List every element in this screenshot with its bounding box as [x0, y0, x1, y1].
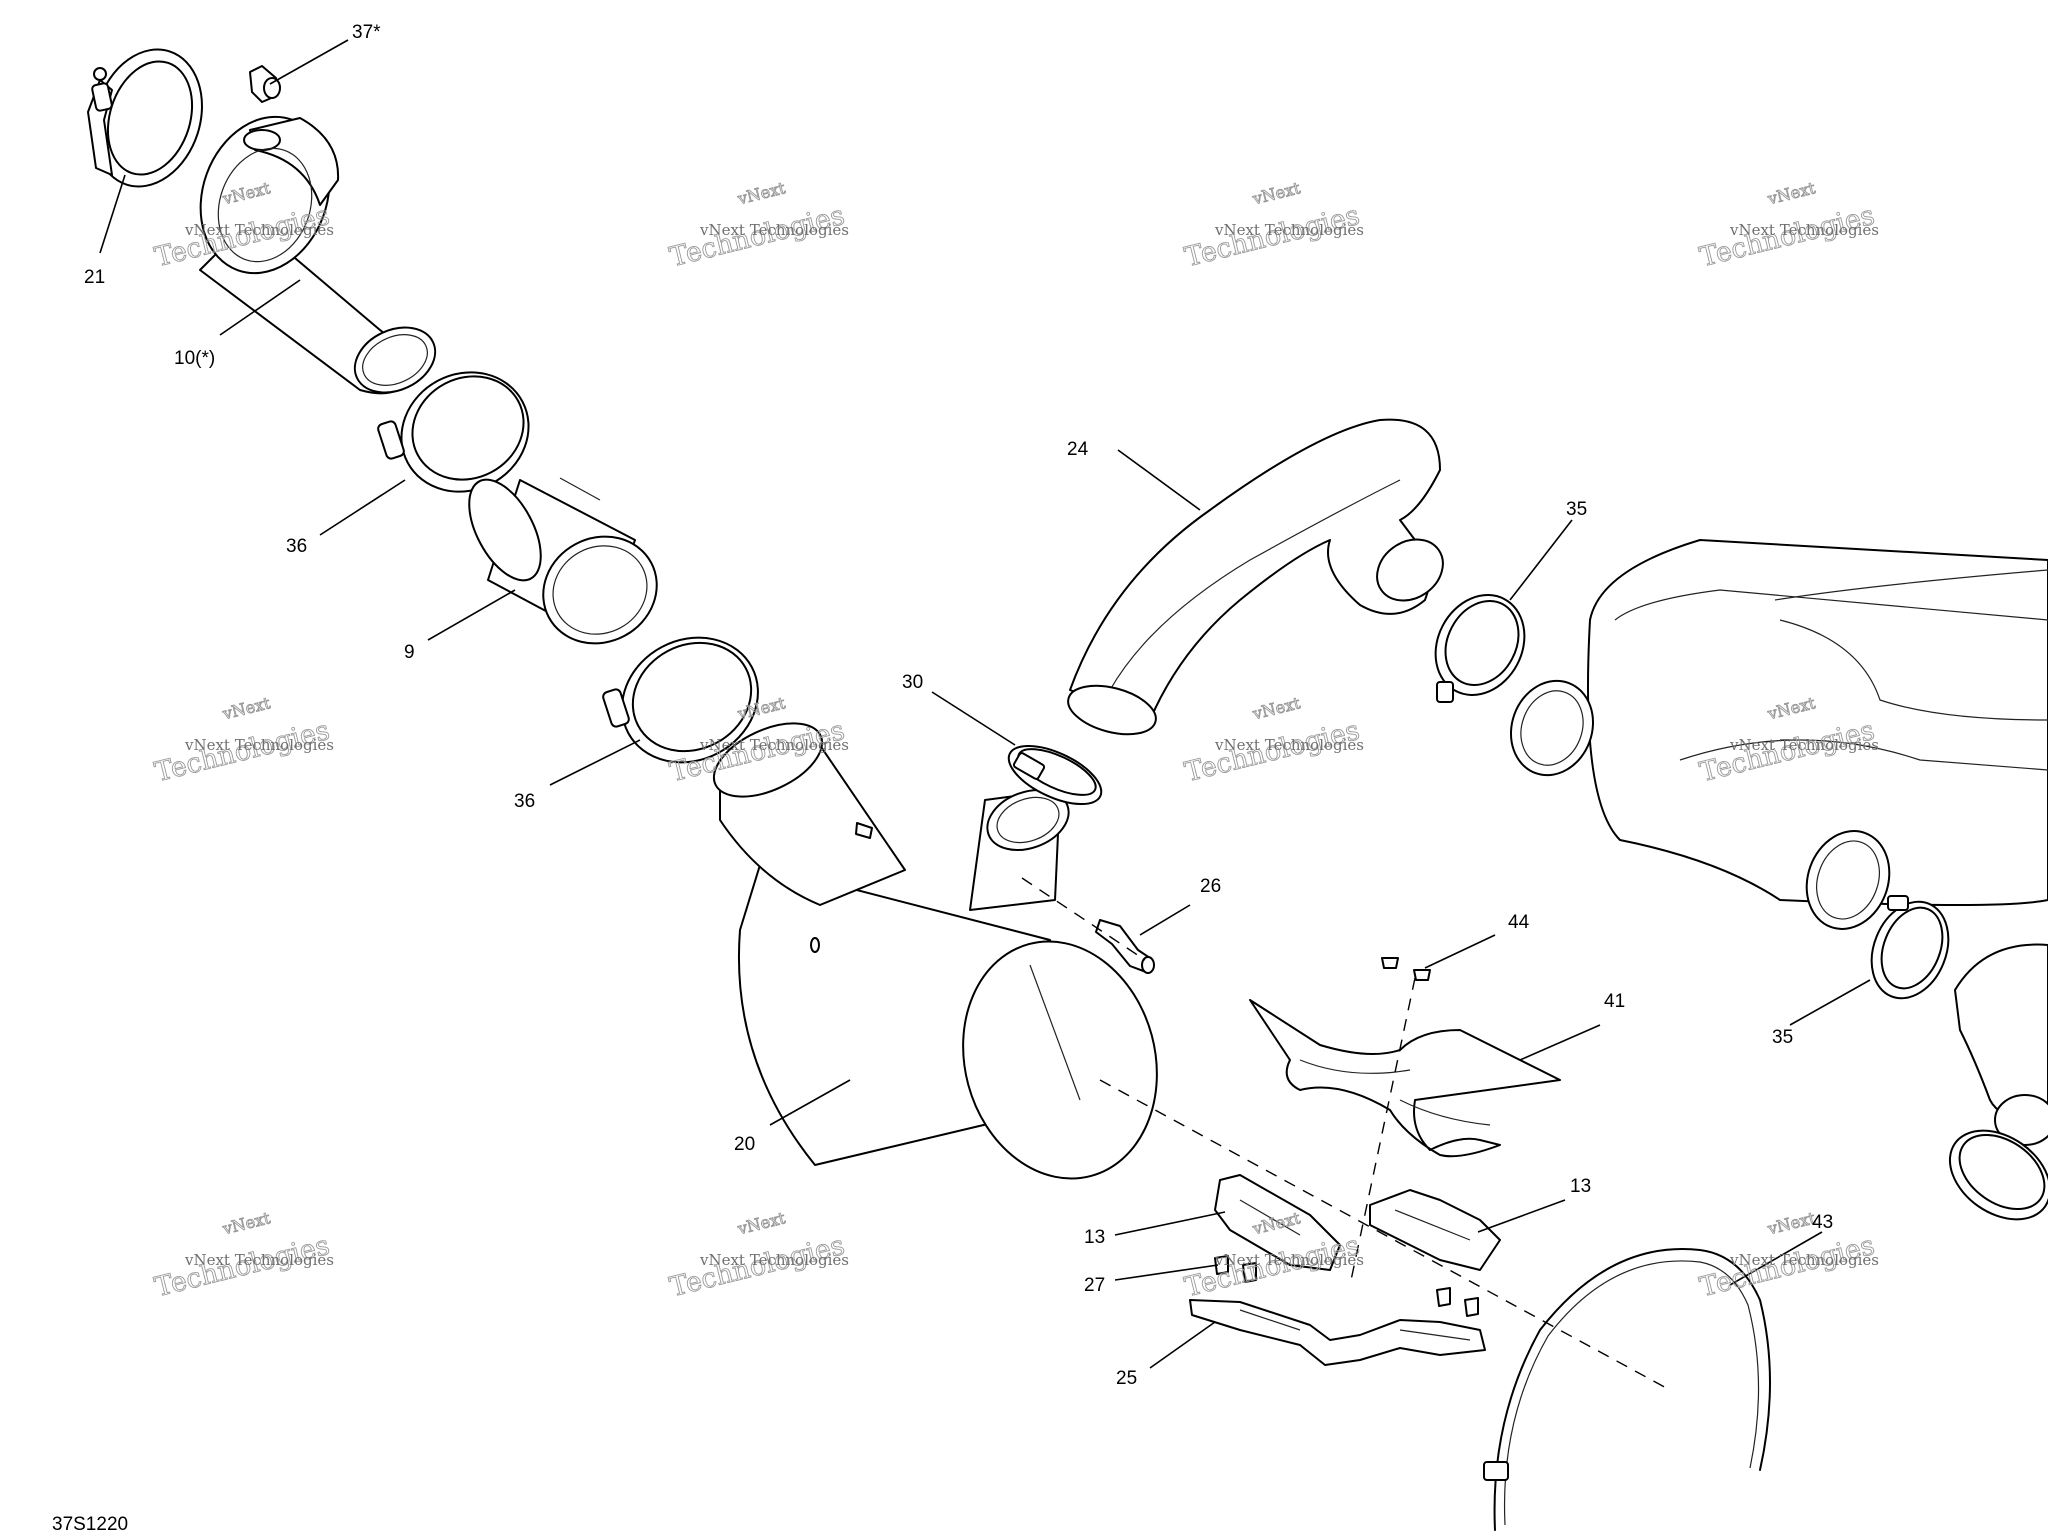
callout-25: 25	[1116, 1368, 1137, 1389]
watermark-small: vNext Technologies	[1214, 1251, 1364, 1269]
watermark-small: vNext Technologies	[699, 1251, 849, 1269]
part-41-heat-shield	[1249, 999, 1561, 1158]
callout-10: 10(*)	[174, 348, 215, 369]
callout-13-right: 13	[1570, 1176, 1591, 1197]
callout-20: 20	[734, 1134, 755, 1155]
callout-24: 24	[1067, 439, 1089, 460]
callout-labels: 37* 21 10(*) 36 9 36 24 35 30 26 20 44 4…	[52, 22, 1833, 1535]
watermark-small: vNext Technologies	[1214, 736, 1364, 754]
part-27-screws	[1214, 1255, 1479, 1317]
part-muffler-case	[1509, 539, 2048, 930]
callout-44: 44	[1508, 912, 1530, 933]
callout-26: 26	[1200, 876, 1221, 897]
watermark-small: vNext Technologies	[1729, 1251, 1879, 1269]
watermark-line1: vNext	[735, 178, 788, 208]
part-13-bracket-left	[1214, 1174, 1341, 1271]
callout-36-upper: 36	[286, 536, 307, 557]
watermark-line1: vNext	[220, 693, 273, 723]
part-26-sensor	[1095, 919, 1155, 974]
part-21-vband-clamp	[87, 48, 203, 188]
part-tailpipe	[1954, 943, 2048, 1146]
part-10-inlet-pipe	[199, 115, 437, 395]
part-37-fitting	[249, 65, 281, 103]
callout-13-left: 13	[1084, 1227, 1105, 1248]
watermark-small: vNext Technologies	[1729, 736, 1879, 754]
watermark-small: vNext Technologies	[184, 736, 334, 754]
callout-35-lower: 35	[1772, 1027, 1793, 1048]
watermark-small: vNext Technologies	[1729, 221, 1879, 239]
part-35-clamp-lower	[1870, 895, 1950, 1000]
drawing-number: 37S1220	[52, 1514, 128, 1535]
watermark-small: vNext Technologies	[184, 221, 334, 239]
callout-43: 43	[1812, 1212, 1833, 1233]
watermark-line1: vNext	[1250, 178, 1303, 208]
watermark-line1: vNext	[1765, 1208, 1818, 1238]
watermark-line1: vNext	[1250, 693, 1303, 723]
part-20-muffler	[712, 722, 1158, 1180]
watermark-small: vNext Technologies	[184, 1251, 334, 1269]
watermark-small: vNext Technologies	[699, 221, 849, 239]
callout-9: 9	[404, 642, 415, 663]
part-25-skid-plate	[1189, 1299, 1486, 1366]
part-13-bracket-right	[1369, 1189, 1501, 1271]
part-43-strap	[1483, 1248, 1771, 1531]
watermark-small: vNext Technologies	[699, 736, 849, 754]
watermark-line1: vNext	[735, 1208, 788, 1238]
part-24-y-pipe	[1067, 418, 1444, 736]
part-clamp-lower-right	[1948, 1129, 2048, 1221]
callout-41: 41	[1604, 991, 1625, 1012]
callout-30: 30	[902, 672, 923, 693]
part-36-clamp-upper	[377, 371, 530, 493]
callout-36-lower: 36	[514, 791, 535, 812]
watermark-small: vNext Technologies	[1214, 221, 1364, 239]
part-44-screws	[1381, 957, 1431, 981]
callout-27: 27	[1084, 1275, 1105, 1296]
callout-37: 37*	[352, 22, 381, 43]
part-9-sleeve	[468, 477, 658, 645]
callout-35-upper: 35	[1566, 499, 1587, 520]
leader-lines	[99, 39, 1871, 1369]
callout-21: 21	[84, 267, 105, 288]
assembly-lines	[1021, 877, 1671, 1391]
watermark-line1: vNext	[1765, 178, 1818, 208]
part-35-clamp-upper	[1434, 594, 1526, 703]
part-30-hose-clamp	[1007, 744, 1103, 806]
watermark-line1: vNext	[220, 1208, 273, 1238]
part-36-clamp-lower	[602, 636, 759, 764]
